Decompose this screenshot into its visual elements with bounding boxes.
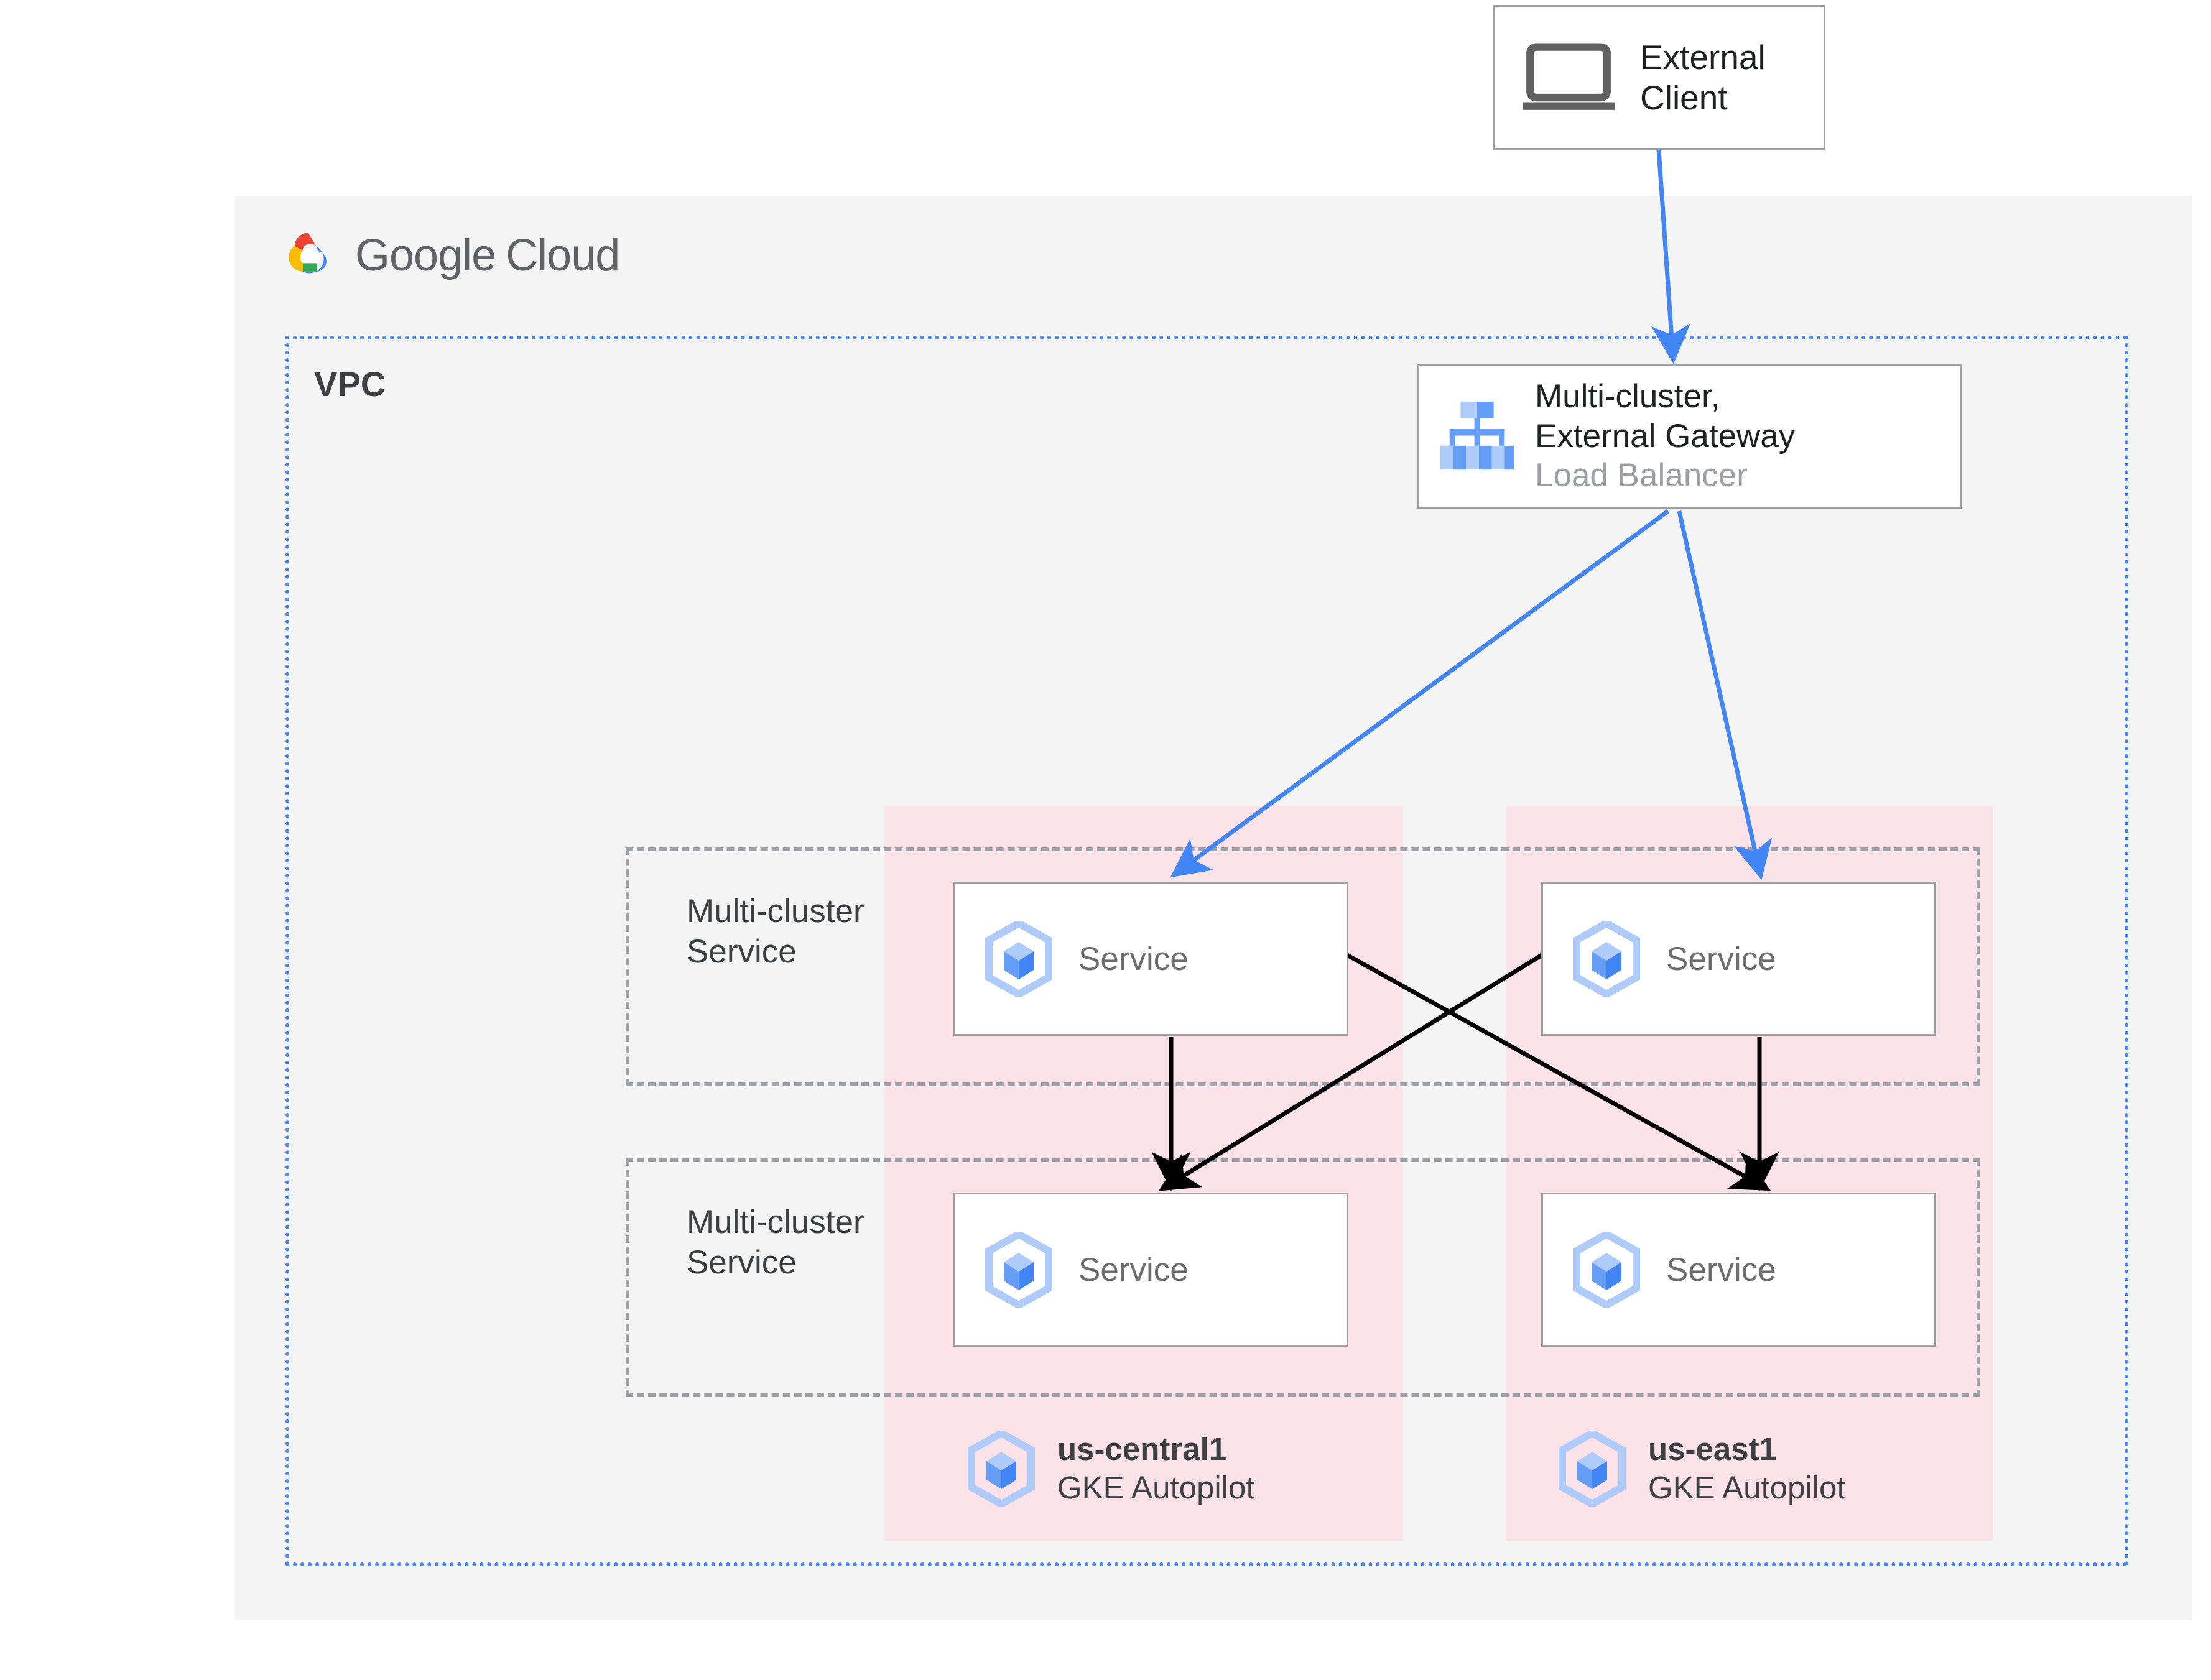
service-card-us-east1-row2[interactable]: Service — [1541, 1193, 1936, 1347]
laptop-icon — [1522, 42, 1615, 110]
gateway-subtitle: Load Balancer — [1535, 457, 1748, 494]
service-label: Service — [1666, 940, 1776, 977]
service-label: Service — [1078, 1251, 1189, 1288]
multi-cluster-service-label-2: Multi-cluster Service — [687, 1204, 864, 1281]
service-card-us-central1-row2[interactable]: Service — [953, 1193, 1348, 1347]
cluster-footer-us-east1: us-east1 GKE Autopilot — [1559, 1430, 1846, 1507]
gateway-title: Multi-cluster, External Gateway — [1535, 378, 1796, 455]
brand-cloud: Cloud — [506, 231, 620, 280]
service-label: Service — [1666, 1251, 1776, 1288]
brand-google: Google — [355, 231, 496, 280]
gke-service-icon — [1559, 1431, 1626, 1507]
gke-service-icon — [1573, 1232, 1640, 1308]
service-card-us-central1-row1[interactable]: Service — [953, 882, 1348, 1036]
cluster-name: us-east1 — [1648, 1431, 1777, 1467]
external-client-node[interactable]: External Client — [1493, 5, 1825, 150]
cluster-kind: GKE Autopilot — [1648, 1470, 1846, 1506]
service-card-us-east1-row1[interactable]: Service — [1541, 882, 1936, 1036]
google-cloud-logo-icon — [289, 233, 327, 274]
load-balancer-icon — [1440, 401, 1514, 469]
multi-cluster-service-label-1: Multi-cluster Service — [687, 893, 864, 970]
vpc-label: VPC — [314, 364, 386, 404]
external-client-label: External Client — [1640, 37, 1766, 117]
google-cloud-branding: Google Cloud — [279, 230, 620, 281]
gke-service-icon — [985, 1232, 1052, 1308]
gke-service-icon — [985, 921, 1052, 997]
multi-cluster-external-gateway-node[interactable]: Multi-cluster, External Gateway Load Bal… — [1417, 364, 1962, 509]
cluster-name: us-central1 — [1057, 1431, 1227, 1467]
gke-service-icon — [968, 1431, 1035, 1507]
cluster-footer-us-central1: us-central1 GKE Autopilot — [968, 1430, 1255, 1507]
vpc-boundary — [285, 336, 2128, 1566]
service-label: Service — [1078, 940, 1189, 977]
gke-service-icon — [1573, 921, 1640, 997]
cluster-kind: GKE Autopilot — [1057, 1470, 1255, 1506]
